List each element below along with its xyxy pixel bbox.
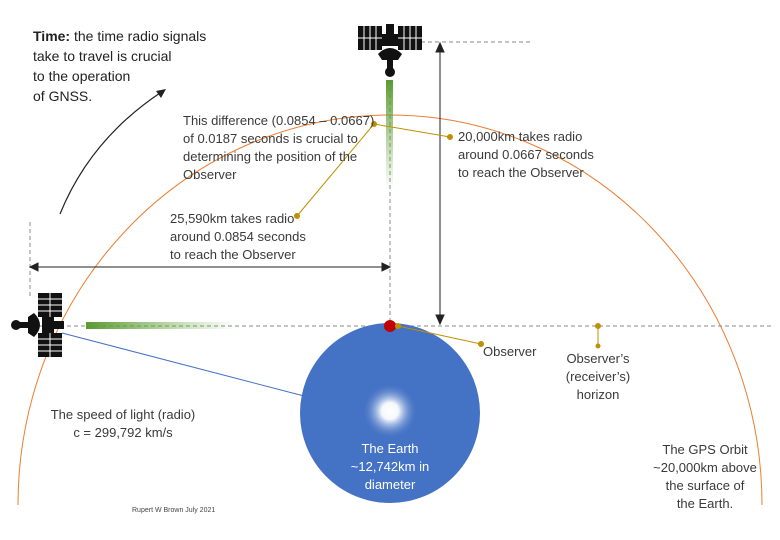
author-credit: Rupert W Brown July 2021	[132, 507, 216, 514]
top-satellite-icon	[358, 24, 422, 77]
vertical-distance-arrow	[435, 41, 445, 326]
time-curved-arrow	[59, 89, 166, 215]
callout-lines	[294, 121, 601, 349]
speed-of-light-note: The speed of light (radio) c = 299,792 k…	[50, 407, 196, 440]
earth-label: The Earth ~12,742km in diameter	[350, 441, 430, 492]
gps-orbit-note: The GPS Orbit ~20,000km above the surfac…	[653, 442, 757, 511]
horizon-label: Observer’s (receiver’s) horizon	[565, 351, 631, 402]
horizon-distance-note: 25,590km takes radio around 0.0854 secon…	[170, 211, 306, 262]
observer-dot	[384, 320, 396, 332]
time-note-heading: Time:	[33, 28, 71, 44]
left-satellite-icon	[11, 293, 64, 357]
observer-label: Observer	[483, 344, 537, 359]
overhead-distance-note: 20,000km takes radio around 0.0667 secon…	[458, 129, 594, 180]
vertical-radio-beam	[386, 80, 393, 190]
horizontal-radio-beam	[86, 322, 236, 329]
horizontal-distance-arrow	[28, 262, 392, 272]
time-note: Time: the time radio signals take to tra…	[33, 26, 253, 106]
earth-glow	[362, 383, 418, 439]
time-note-line1: the time radio signals	[70, 28, 207, 44]
satellite-earth-link-line	[61, 332, 305, 397]
time-note-rest: take to travel is crucial to the operati…	[33, 48, 172, 104]
difference-note: This difference (0.0854 – 0.0667) of 0.0…	[183, 113, 375, 182]
